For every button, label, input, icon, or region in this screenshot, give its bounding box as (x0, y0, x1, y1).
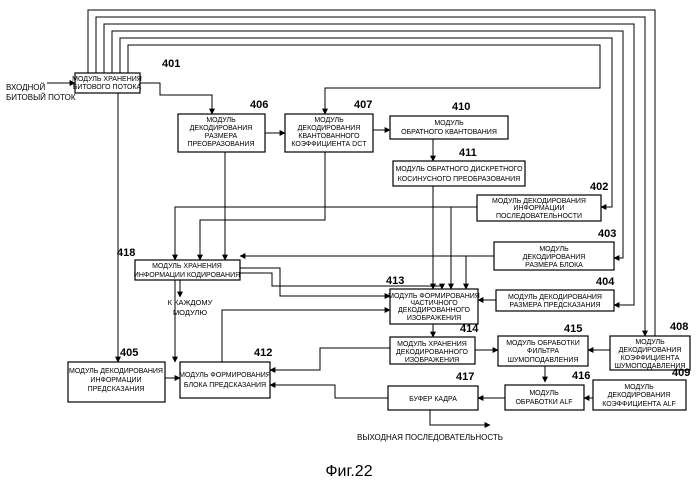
figure-caption: Фиг.22 (325, 463, 372, 480)
block-407: МОДУЛЬ ДЕКОДИРОВАНИЯ КВАНТОВАННОГО КОЭФФ… (285, 99, 373, 152)
block-416: МОДУЛЬ ОБРАБОТКИ ALF 416 (505, 370, 590, 410)
block-404-number: 404 (596, 276, 615, 288)
block-405-line: ПРЕДСКАЗАНИЯ (88, 386, 145, 393)
block-401-number: 401 (162, 58, 180, 70)
block-405: МОДУЛЬ ДЕКОДИРОВАНИЯ ИНФОРМАЦИИ ПРЕДСКАЗ… (68, 347, 165, 402)
block-412-line: МОДУЛЬ ФОРМИРОВАНИЯ (179, 372, 271, 379)
block-413-line: МОДУЛЬ ФОРМИРОВАНИЯ (388, 293, 480, 300)
block-410-line: ОБРАТНОГО КВАНТОВАНИЯ (401, 129, 497, 136)
block-410-number: 410 (452, 101, 470, 113)
block-411-line: МОДУЛЬ ОБРАТНОГО ДИСКРЕТНОГО (395, 166, 523, 173)
block-407-number: 407 (354, 99, 372, 111)
block-408-line: ДЕКОДИРОВАНИЯ (619, 347, 682, 354)
block-416-line: МОДУЛЬ (529, 390, 559, 397)
block-408: МОДУЛЬ ДЕКОДИРОВАНИЯ КОЭФФИЦИЕНТА ШУМОПО… (610, 321, 690, 370)
block-403-line: ДЕКОДИРОВАНИЯ (523, 254, 586, 261)
block-403-line: МОДУЛЬ (539, 246, 569, 253)
block-407-line: КВАНТОВАННОГО (298, 133, 360, 140)
block-409-line: КОЭФФИЦИЕНТА ALF (602, 401, 676, 408)
block-406-line: МОДУЛЬ (206, 117, 236, 124)
block-411-line: КОСИНУСНОГО ПРЕОБРАЗОВАНИЯ (398, 176, 520, 183)
block-411-number: 411 (459, 147, 477, 159)
block-405-line: МОДУЛЬ ДЕКОДИРОВАНИЯ (69, 368, 163, 375)
block-412-number: 412 (254, 347, 272, 359)
block-413-number: 413 (386, 275, 404, 287)
block-416-number: 416 (572, 370, 590, 382)
block-406-line: ДЕКОДИРОВАНИЯ (190, 125, 253, 132)
block-413-line: ДЕКОДИРОВАННОГО (398, 307, 470, 314)
each-module-label-line: К КАЖДОМУ (168, 298, 213, 307)
block-404: МОДУЛЬ ДЕКОДИРОВАНИЯ РАЗМЕРА ПРЕДСКАЗАНИ… (496, 276, 615, 311)
block-414-line: МОДУЛЬ ХРАНЕНИЯ (397, 341, 467, 348)
output-label: ВЫХОДНАЯ ПОСЛЕДОВАТЕЛЬНОСТЬ (357, 433, 503, 442)
block-402-number: 402 (590, 181, 608, 193)
block-401-line: БИТОВОГО ПОТОКА (73, 84, 142, 91)
block-417-line: БУФЕР КАДРА (409, 396, 457, 403)
block-410-line: МОДУЛЬ (434, 120, 464, 127)
block-406-number: 406 (250, 99, 268, 111)
block-402-line: ПОСЛЕДОВАТЕЛЬНОСТИ (496, 213, 582, 220)
block-414: МОДУЛЬ ХРАНЕНИЯ ДЕКОДИРОВАННОГО ИЗОБРАЖЕ… (390, 323, 479, 364)
block-418-line: МОДУЛЬ ХРАНЕНИЯ (152, 263, 222, 270)
block-415: МОДУЛЬ ОБРАБОТКИ ФИЛЬТРА ШУМОПОДАВЛЕНИЯ … (498, 323, 588, 366)
block-401-line: МОДУЛЬ ХРАНЕНИЯ (72, 76, 142, 83)
block-402-line: ИНФОРМАЦИИ (513, 205, 564, 212)
block-418-number: 418 (117, 247, 135, 259)
block-408-line: МОДУЛЬ (635, 339, 665, 346)
input-label-line: БИТОВЫЙ ПОТОК (6, 93, 76, 102)
block-402: МОДУЛЬ ДЕКОДИРОВАНИЯ ИНФОРМАЦИИ ПОСЛЕДОВ… (477, 181, 608, 221)
block-404-line: РАЗМЕРА ПРЕДСКАЗАНИЯ (509, 302, 600, 309)
block-411: МОДУЛЬ ОБРАТНОГО ДИСКРЕТНОГО КОСИНУСНОГО… (393, 147, 525, 186)
block-413-line: ИЗОБРАЖЕНИЯ (407, 315, 461, 322)
each-module-label-line: МОДУЛЮ (173, 308, 208, 317)
block-408-line: КОЭФФИЦИЕНТА (621, 355, 680, 362)
block-414-line: ИЗОБРАЖЕНИЯ (405, 357, 459, 364)
block-404-line: МОДУЛЬ ДЕКОДИРОВАНИЯ (508, 294, 602, 301)
block-415-line: МОДУЛЬ ОБРАБОТКИ (506, 340, 580, 347)
block-406: МОДУЛЬ ДЕКОДИРОВАНИЯ РАЗМЕРА ПРЕОБРАЗОВА… (178, 99, 268, 152)
block-409-line: ДЕКОДИРОВАНИЯ (608, 392, 671, 399)
block-418: МОДУЛЬ ХРАНЕНИЯ ИНФОРМАЦИИ КОДИРОВАНИЯ 4… (117, 247, 240, 280)
block-407-line: МОДУЛЬ (314, 117, 344, 124)
block-403-number: 403 (598, 228, 616, 240)
block-415-line: ФИЛЬТРА (527, 348, 559, 355)
block-417: БУФЕР КАДРА 417 (388, 371, 478, 410)
block-405-line: ИНФОРМАЦИИ (90, 377, 141, 384)
block-418-line: ИНФОРМАЦИИ КОДИРОВАНИЯ (134, 272, 240, 279)
block-409: МОДУЛЬ ДЕКОДИРОВАНИЯ КОЭФФИЦИЕНТА ALF 40… (593, 367, 690, 410)
block-405-number: 405 (120, 347, 138, 359)
block-415-line: ШУМОПОДАВЛЕНИЯ (508, 357, 579, 364)
block-409-number: 409 (672, 367, 690, 379)
block-412: МОДУЛЬ ФОРМИРОВАНИЯ БЛОКА ПРЕДСКАЗАНИЯ 4… (179, 347, 272, 398)
block-414-number: 414 (460, 323, 479, 335)
block-408-number: 408 (670, 321, 688, 333)
block-407-line: КОЭФФИЦИЕНТА DCT (291, 141, 367, 148)
block-407-line: ДЕКОДИРОВАНИЯ (298, 125, 361, 132)
block-416-line: ОБРАБОТКИ ALF (515, 399, 572, 406)
input-label-line: ВХОДНОЙ (6, 83, 46, 92)
block-406-line: ПРЕОБРАЗОВАНИЯ (187, 141, 254, 148)
block-403-line: РАЗМЕРА БЛОКА (525, 262, 583, 269)
block-415-number: 415 (564, 323, 582, 335)
block-417-number: 417 (456, 371, 474, 383)
block-406-line: РАЗМЕРА (205, 133, 238, 140)
block-402-line: МОДУЛЬ ДЕКОДИРОВАНИЯ (492, 198, 586, 205)
block-410: МОДУЛЬ ОБРАТНОГО КВАНТОВАНИЯ 410 (390, 101, 508, 139)
block-412-line: БЛОКА ПРЕДСКАЗАНИЯ (184, 382, 266, 389)
block-413-line: ЧАСТИЧНОГО (410, 300, 458, 307)
block-409-line: МОДУЛЬ (624, 384, 654, 391)
block-414-line: ДЕКОДИРОВАННОГО (396, 349, 468, 356)
block-403: МОДУЛЬ ДЕКОДИРОВАНИЯ РАЗМЕРА БЛОКА 403 (494, 228, 616, 270)
